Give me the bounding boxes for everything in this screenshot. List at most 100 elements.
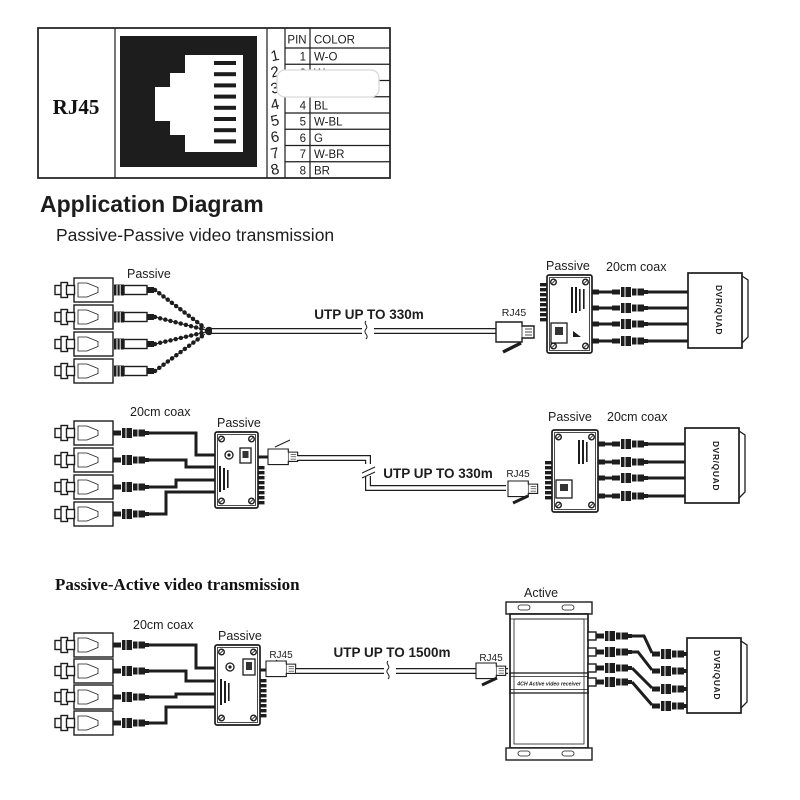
page-title: Application Diagram — [40, 191, 264, 217]
cable-break-icon — [386, 660, 390, 680]
bnc-connector-icon — [112, 508, 150, 520]
coax-length-label: 20cm coax — [130, 405, 191, 419]
rj45-socket-icon — [555, 479, 573, 499]
pinout-grid-text: PIN COLOR 1 W-O 2 W 3 4 BL 5 W-BL 6 G 7 … — [287, 35, 354, 178]
tx-passive-label: Passive — [217, 416, 261, 430]
active-receiver-box: 4CH Active video receiver — [505, 601, 597, 761]
dvr-quad-box: DVR/QUAD — [687, 272, 749, 349]
rj45-plug-icon — [495, 321, 535, 343]
whiteout-blob — [276, 69, 380, 98]
rx-passive-label: Passive — [546, 259, 590, 273]
bnc-connector-icon — [112, 665, 150, 677]
rj45-plug-icon — [267, 448, 299, 466]
dvr-quad-box: DVR/QUAD — [684, 427, 746, 504]
coax-cables — [149, 431, 215, 516]
tx-passive-label: Passive — [218, 629, 262, 643]
utp-length-label: UTP UP TO 330m — [383, 466, 493, 481]
rj45-plug-label: RJ45 — [269, 650, 293, 661]
bnc-connector-icon — [112, 481, 150, 493]
rj45-cell-label: RJ45 — [53, 95, 100, 119]
bnc-connector-icon — [611, 318, 649, 330]
dvr-quad-label: DVR/QUAD — [714, 285, 724, 335]
coax-length-label: 20cm coax — [606, 260, 667, 274]
rj45-socket-icon — [550, 322, 568, 344]
twisted-pair-wires — [152, 287, 209, 374]
bnc-connector-icon — [595, 630, 633, 642]
utp-cable — [212, 320, 496, 340]
bnc-camera-icon — [54, 474, 114, 500]
dvr-quad-box: DVR/QUAD — [686, 637, 748, 714]
bnc-connector-icon — [611, 456, 649, 468]
color-cell: BL — [314, 100, 329, 112]
pin-cell: 1 — [300, 52, 306, 64]
receiver-model-text: 4CH Active video receiver — [516, 682, 582, 688]
bnc-connector-icon — [651, 665, 689, 677]
utp-length-label: UTP UP TO 1500m — [333, 645, 450, 660]
coax-cables — [149, 643, 215, 725]
bnc-camera-icon — [54, 501, 114, 527]
color-cell: W-BL — [314, 117, 343, 129]
bnc-connector-icon — [112, 454, 150, 466]
passive-hub-receiver — [540, 274, 599, 354]
rj45-plug-icon — [507, 480, 539, 498]
mount-slot — [517, 750, 531, 757]
balun-icon — [113, 364, 155, 378]
color-cell: BR — [314, 165, 330, 177]
bnc-connector-icon — [112, 717, 150, 729]
bnc-camera-icon — [54, 710, 114, 736]
bnc-connector-icon — [611, 335, 649, 347]
pin-column-header: PIN — [287, 35, 306, 47]
rx-active-label: Active — [524, 586, 558, 600]
wire-junction — [204, 326, 214, 336]
cable-break-icon — [361, 466, 376, 474]
terminal-block-icon — [545, 461, 552, 500]
bnc-camera-icon — [54, 277, 114, 303]
pin-cell: 8 — [300, 165, 306, 177]
coax-length-label: 20cm coax — [607, 410, 668, 424]
bnc-connector-icon — [611, 490, 649, 502]
bnc-connector-icon — [611, 302, 649, 314]
pin-number: 5 — [269, 112, 281, 130]
plug-boot — [481, 676, 498, 687]
bnc-camera-icon — [54, 420, 114, 446]
plug-boot — [512, 494, 529, 505]
coax-length-label: 20cm coax — [133, 618, 194, 632]
bnc-connector-icon — [112, 639, 150, 651]
bnc-connector-icon — [595, 646, 633, 658]
bnc-connector-icon — [651, 700, 689, 712]
rx-passive-label: Passive — [548, 410, 592, 424]
tx-passive-label: Passive — [127, 267, 171, 281]
bnc-camera-icon — [54, 331, 114, 357]
brand-mark — [573, 331, 581, 337]
color-cell: W-O — [314, 52, 337, 64]
pin-number: 7 — [269, 144, 281, 162]
rj45-plug-icon — [265, 660, 297, 678]
plug-latch — [274, 439, 291, 448]
pin-number: 6 — [269, 128, 281, 146]
utp-cable — [297, 455, 506, 491]
rj45-socket-icon — [242, 658, 256, 676]
utp-cable — [296, 660, 508, 680]
rj45-plug-icon — [475, 662, 507, 680]
color-cell: G — [314, 133, 323, 145]
bnc-connector-icon — [651, 683, 689, 695]
terminal-block-icon — [540, 283, 547, 322]
pin-number: 8 — [269, 161, 281, 179]
diagram1-passive-passive-fanout: Passive UTP UP TO 330m RJ45 — [54, 259, 749, 384]
balun-icon — [113, 310, 155, 324]
bnc-connector-icon — [611, 472, 649, 484]
mount-slot — [561, 604, 575, 611]
dvr-quad-label: DVR/QUAD — [711, 441, 721, 491]
coax-cables — [605, 438, 685, 502]
dvr-quad-label: DVR/QUAD — [712, 650, 722, 700]
bnc-camera-icon — [54, 632, 114, 658]
mount-slot — [561, 750, 575, 757]
pin-number: 4 — [269, 96, 281, 114]
bnc-connector-icon — [112, 691, 150, 703]
pin-cell: 4 — [300, 100, 307, 112]
section1-subtitle: Passive-Passive video transmission — [56, 225, 334, 245]
bnc-camera-icon — [54, 447, 114, 473]
coax-cables — [599, 286, 688, 347]
